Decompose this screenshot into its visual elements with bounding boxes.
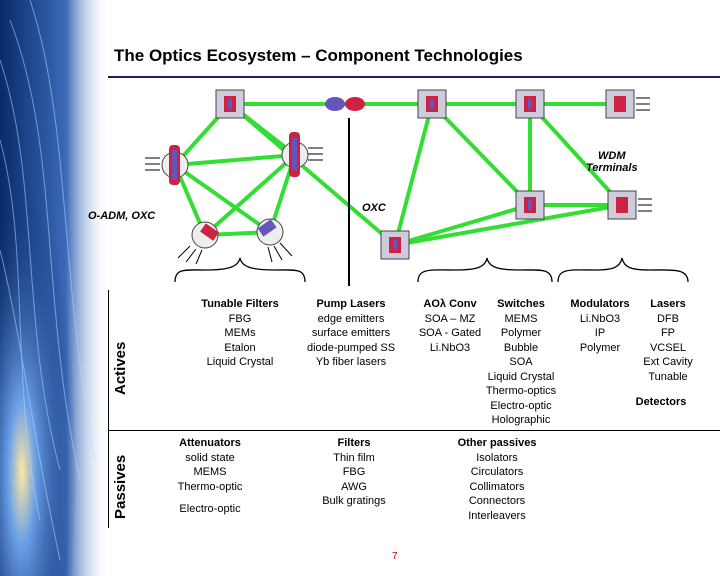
optical-node-icon — [417, 89, 447, 119]
list-item: Yb fiber lasers — [315, 356, 387, 368]
list-item: Thermo-optics — [485, 385, 557, 397]
fiber-background — [0, 0, 110, 576]
column-lasers: Lasers DFB FP VCSEL Ext Cavity Tunable — [643, 297, 693, 384]
page-number: 7 — [392, 551, 398, 562]
list-item: surface emitters — [311, 327, 391, 339]
column-heading: Switches — [497, 298, 545, 310]
list-item: Collimators — [469, 480, 525, 493]
list-item: MEMs — [224, 327, 256, 339]
list-item: FP — [660, 327, 676, 339]
list-item: edge emitters — [317, 312, 385, 325]
optical-node-icon — [380, 230, 410, 260]
oadm-oxc-label: O-ADM, OXC — [88, 210, 156, 222]
list-item: solid state — [185, 451, 235, 464]
list-item: MEMS — [504, 312, 538, 325]
list-item: Holographic — [491, 414, 551, 426]
column-filters: Filters Thin film FBG AWG Bulk gratings — [322, 436, 386, 509]
list-item: Li.NbO3 — [579, 312, 621, 325]
network-diagram — [145, 89, 689, 283]
column-heading: Filters — [337, 437, 371, 449]
list-item: SOA – MZ — [424, 312, 476, 325]
list-item: Bulk gratings — [322, 495, 386, 507]
list-item: Polymer — [579, 341, 621, 354]
list-item: Isolators — [476, 451, 518, 464]
list-item: Liquid Crystal — [487, 370, 555, 383]
column-heading: Other passives — [457, 437, 537, 449]
network-links — [173, 102, 624, 247]
list-item: FBG — [342, 466, 366, 478]
column-pump-lasers: Pump Lasers edge emitters surface emitte… — [307, 297, 395, 370]
list-item: Thin film — [333, 451, 375, 464]
list-item: FBG — [228, 312, 252, 325]
list-item: SOA - Gated — [418, 327, 482, 339]
list-item: Connectors — [468, 495, 526, 507]
list-item: AWG — [341, 480, 367, 493]
spacer — [178, 494, 243, 502]
actives-passives-divider — [108, 430, 720, 431]
ring-node-icon — [281, 132, 323, 177]
column-switches: Switches MEMS Polymer Bubble SOA Liquid … — [486, 297, 556, 428]
group-braces — [174, 257, 689, 283]
column-tunable-filters: Tunable Filters FBG MEMs Etalon Liquid C… — [201, 297, 278, 370]
list-item: Interleavers — [468, 509, 526, 522]
column-heading: Tunable Filters — [201, 298, 279, 310]
list-item: DFB — [656, 312, 679, 325]
wdm-label-line2: Terminals — [586, 162, 638, 174]
detectors-label: Detectors — [635, 396, 687, 408]
column-heading: Pump Lasers — [316, 298, 386, 310]
optical-node-icon — [607, 190, 652, 220]
oxc-label: OXC — [362, 202, 386, 214]
list-item: IP — [594, 327, 606, 339]
title-rule — [108, 76, 720, 78]
list-item: Tunable — [648, 370, 688, 383]
passives-label: Passives — [112, 454, 129, 519]
page-title: The Optics Ecosystem – Component Technol… — [114, 46, 523, 65]
list-item: SOA — [509, 356, 533, 368]
column-attenuators: Attenuators solid state MEMS Thermo-opti… — [178, 436, 243, 517]
column-other-passives: Other passives Isolators Circulators Col… — [458, 436, 537, 523]
list-item: Electro-optic — [490, 399, 552, 412]
optical-node-icon — [215, 89, 245, 119]
column-heading: Modulators — [570, 298, 630, 310]
list-item: Etalon — [224, 341, 256, 354]
column-modulators: Modulators Li.NbO3 IP Polymer — [570, 297, 629, 355]
optical-node-icon — [605, 89, 650, 119]
column-heading: AOλ Conv — [423, 298, 477, 310]
optical-node-icon — [515, 190, 545, 220]
column-ao-conv: AOλ Conv SOA – MZ SOA - Gated Li.NbO3 — [419, 297, 481, 355]
component-table — [108, 290, 720, 528]
list-item: VCSEL — [649, 341, 687, 354]
list-item: Li.NbO3 — [429, 341, 471, 354]
ring-node-icon — [256, 218, 293, 263]
list-item: Liquid Crystal — [206, 356, 274, 368]
wdm-label-line1: WDM — [598, 150, 626, 162]
wdm-terminals-label: WDM Terminals — [586, 150, 638, 174]
list-item: Thermo-optic — [177, 480, 243, 493]
list-item: Electro-optic — [179, 503, 241, 515]
actives-label: Actives — [112, 341, 129, 395]
fiber-coupler-icon — [325, 97, 365, 111]
optical-node-icon — [515, 89, 545, 119]
list-item: Polymer — [500, 327, 542, 339]
list-item: diode-pumped SS — [306, 341, 396, 354]
column-heading: Attenuators — [179, 437, 241, 449]
list-item: Bubble — [503, 341, 539, 354]
list-item: Circulators — [470, 466, 524, 478]
actives-passives-divider-vertical — [348, 118, 350, 286]
list-item: MEMS — [193, 466, 227, 478]
ring-node-icon — [145, 145, 189, 185]
column-heading: Lasers — [650, 298, 686, 310]
list-item: Ext Cavity — [643, 356, 693, 368]
ring-node-icon — [177, 221, 219, 265]
